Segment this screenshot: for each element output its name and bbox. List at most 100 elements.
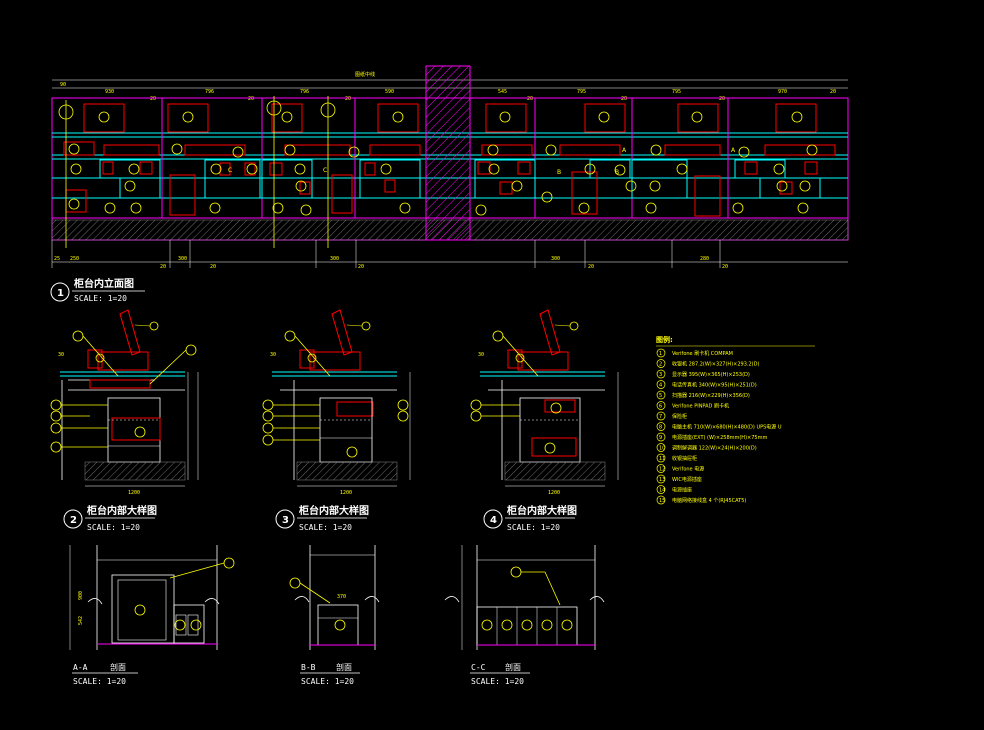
legend-item-number: 6: [659, 404, 662, 410]
dim-text: 795: [577, 89, 586, 95]
legend-item-text: 保险柜: [672, 413, 687, 420]
section-b-b: 370 B-B 剖面 SCALE: 1=20: [289, 545, 380, 686]
legend-item-bubble: [656, 485, 666, 494]
section-label: C-C: [471, 663, 486, 672]
legend-item-number: 1: [659, 351, 662, 357]
detail-scale: SCALE: 1=20: [507, 523, 560, 532]
dim-text: 970: [778, 89, 787, 95]
title-bubble: [50, 282, 70, 302]
dim-text: 20: [150, 96, 156, 102]
legend-item-text: 收银抽屉柜: [672, 455, 697, 462]
dim-text: 20: [345, 96, 351, 102]
dim-text: 20: [722, 264, 728, 270]
dim-text: 20: [621, 96, 627, 102]
center-line-text: 图纸中线: [355, 71, 375, 78]
legend-item-text: 显示器 395(W)×365(H)×253(D): [672, 372, 750, 378]
legend-item-number: 10: [659, 446, 665, 452]
legend-item-text: 电话传真机 340(W)×95(H)×251(D): [672, 382, 757, 389]
legend-item-text: WIC电源插座: [672, 476, 702, 483]
legend-item-number: 8: [659, 425, 662, 431]
section-kind: 剖面: [110, 662, 126, 672]
dim-text: 795: [672, 89, 681, 95]
section-letter: C: [323, 167, 327, 174]
detail-number: 4: [490, 515, 497, 526]
section-label: B-B: [301, 663, 316, 672]
drawing-title: 柜台内立面图: [73, 277, 134, 290]
dim-text: 545: [498, 89, 507, 95]
section-letter: C: [228, 167, 232, 174]
main-elevation: 90 930 20 796 20 796 20 590 545 20 795 2…: [50, 65, 849, 303]
section-scale: SCALE: 1=20: [471, 677, 524, 686]
legend-item-bubble: [656, 443, 666, 452]
detail-dim: 1200: [548, 490, 560, 496]
detail-title: 柜台内部大样图: [506, 504, 577, 517]
legend-item-number: 13: [659, 477, 665, 483]
detail-number: 3: [282, 515, 289, 526]
legend-item-bubble: [656, 380, 666, 389]
section-scale: SCALE: 1=20: [73, 677, 126, 686]
legend-item-number: 15: [659, 498, 665, 504]
dim-text: 930: [105, 89, 114, 95]
svg-text:900: 900: [78, 591, 84, 600]
detail-scale: SCALE: 1=20: [299, 523, 352, 532]
section-letter: B: [557, 169, 561, 176]
section-bubble: 370: [337, 594, 346, 600]
legend-item-bubble: [656, 422, 666, 431]
section-letter: A: [622, 147, 627, 154]
section-c-c: C-C 剖面 SCALE: 1=20: [444, 545, 605, 686]
legend-item-number: 9: [659, 435, 662, 441]
detail-number: 2: [70, 515, 77, 526]
legend-item-number: 2: [659, 362, 662, 368]
dim-text: 25: [54, 256, 60, 262]
section-letter: A: [731, 147, 736, 154]
legend-item-bubble: [656, 411, 666, 421]
legend-item-text: Verifone PINPAD 刷卡机: [672, 403, 729, 410]
dim-text: 590: [385, 89, 394, 95]
section-label: A-A: [73, 663, 88, 672]
legend-panel: 图例: 1 Verifone 刷卡机 COMPAM 2 收银机 287.2(W)×32…: [656, 335, 815, 505]
legend-item-text: Verifone 刷卡机 COMPAM: [672, 350, 733, 357]
dim-text: 20: [248, 96, 254, 102]
section-kind: 剖面: [505, 662, 521, 672]
detail-title: 柜台内部大样图: [298, 504, 369, 517]
detail-dim: 1200: [128, 490, 140, 496]
column-hatch: [425, 65, 471, 241]
legend-item-bubble: [656, 348, 666, 358]
svg-text:30: 30: [478, 352, 484, 358]
legend-item-number: 5: [659, 393, 662, 399]
legend-item-number: 11: [659, 456, 665, 462]
legend-item-text: Verifone 电源: [672, 466, 704, 473]
detail-view-4: 1200 30 4 柜台内部大样图 SCALE: 1=20: [470, 309, 619, 532]
legend-item-bubble: [656, 453, 666, 463]
section-scale: SCALE: 1=20: [301, 677, 354, 686]
bottom-dimension-texts: 25 250 20 300 20 300 20 300 20 280 20: [54, 256, 728, 270]
detail-scale: SCALE: 1=20: [87, 523, 140, 532]
svg-text:30: 30: [58, 352, 64, 358]
legend-item-text: 调制解调器 122(W)×24(H)×200(D): [672, 445, 757, 452]
legend-title: 图例:: [656, 335, 673, 344]
section-a-a: 900 542 A-A 剖面 SCALE: 1=20: [69, 545, 235, 686]
dim-text: 796: [300, 89, 309, 95]
legend-item-bubble: [656, 369, 666, 379]
section-letter: B: [615, 169, 619, 176]
dim-text: 250: [70, 256, 79, 262]
dim-text: 280: [700, 256, 709, 262]
dim-text: 20: [719, 96, 725, 102]
legend-item-text: 电脑网络接线盒 4 个(RJ45CAT5): [672, 497, 746, 504]
legend-item-text: 扫描器 216(W)×229(H)×356(D): [672, 392, 750, 399]
top-dimension-texts: 90 930 20 796 20 796 20 590 545 20 795 2…: [60, 71, 836, 102]
legend-item-bubble: [656, 401, 666, 410]
cabinet-cells: [99, 159, 821, 199]
legend-item-bubble: [656, 464, 666, 473]
upper-equipment-boxes: [83, 103, 817, 133]
section-kind: 剖面: [336, 662, 352, 672]
detail-view-3: 1200 30 3 柜台内部大样图 SCALE: 1=20: [262, 309, 411, 532]
legend-item-bubble: [656, 359, 666, 368]
legend-item-text: 电源插座: [672, 487, 692, 494]
legend-item-bubble: [656, 390, 666, 400]
dim-text: 20: [588, 264, 594, 270]
legend-item-text: 电脑主机 710(W)×680(H)×480(D) UPS电源 U: [672, 424, 782, 431]
detail-dim: 1200: [340, 490, 352, 496]
dim-text: 20: [358, 264, 364, 270]
legend-item-text: 收银机 287.2(W)×327(H)×293.2(D): [672, 361, 759, 368]
